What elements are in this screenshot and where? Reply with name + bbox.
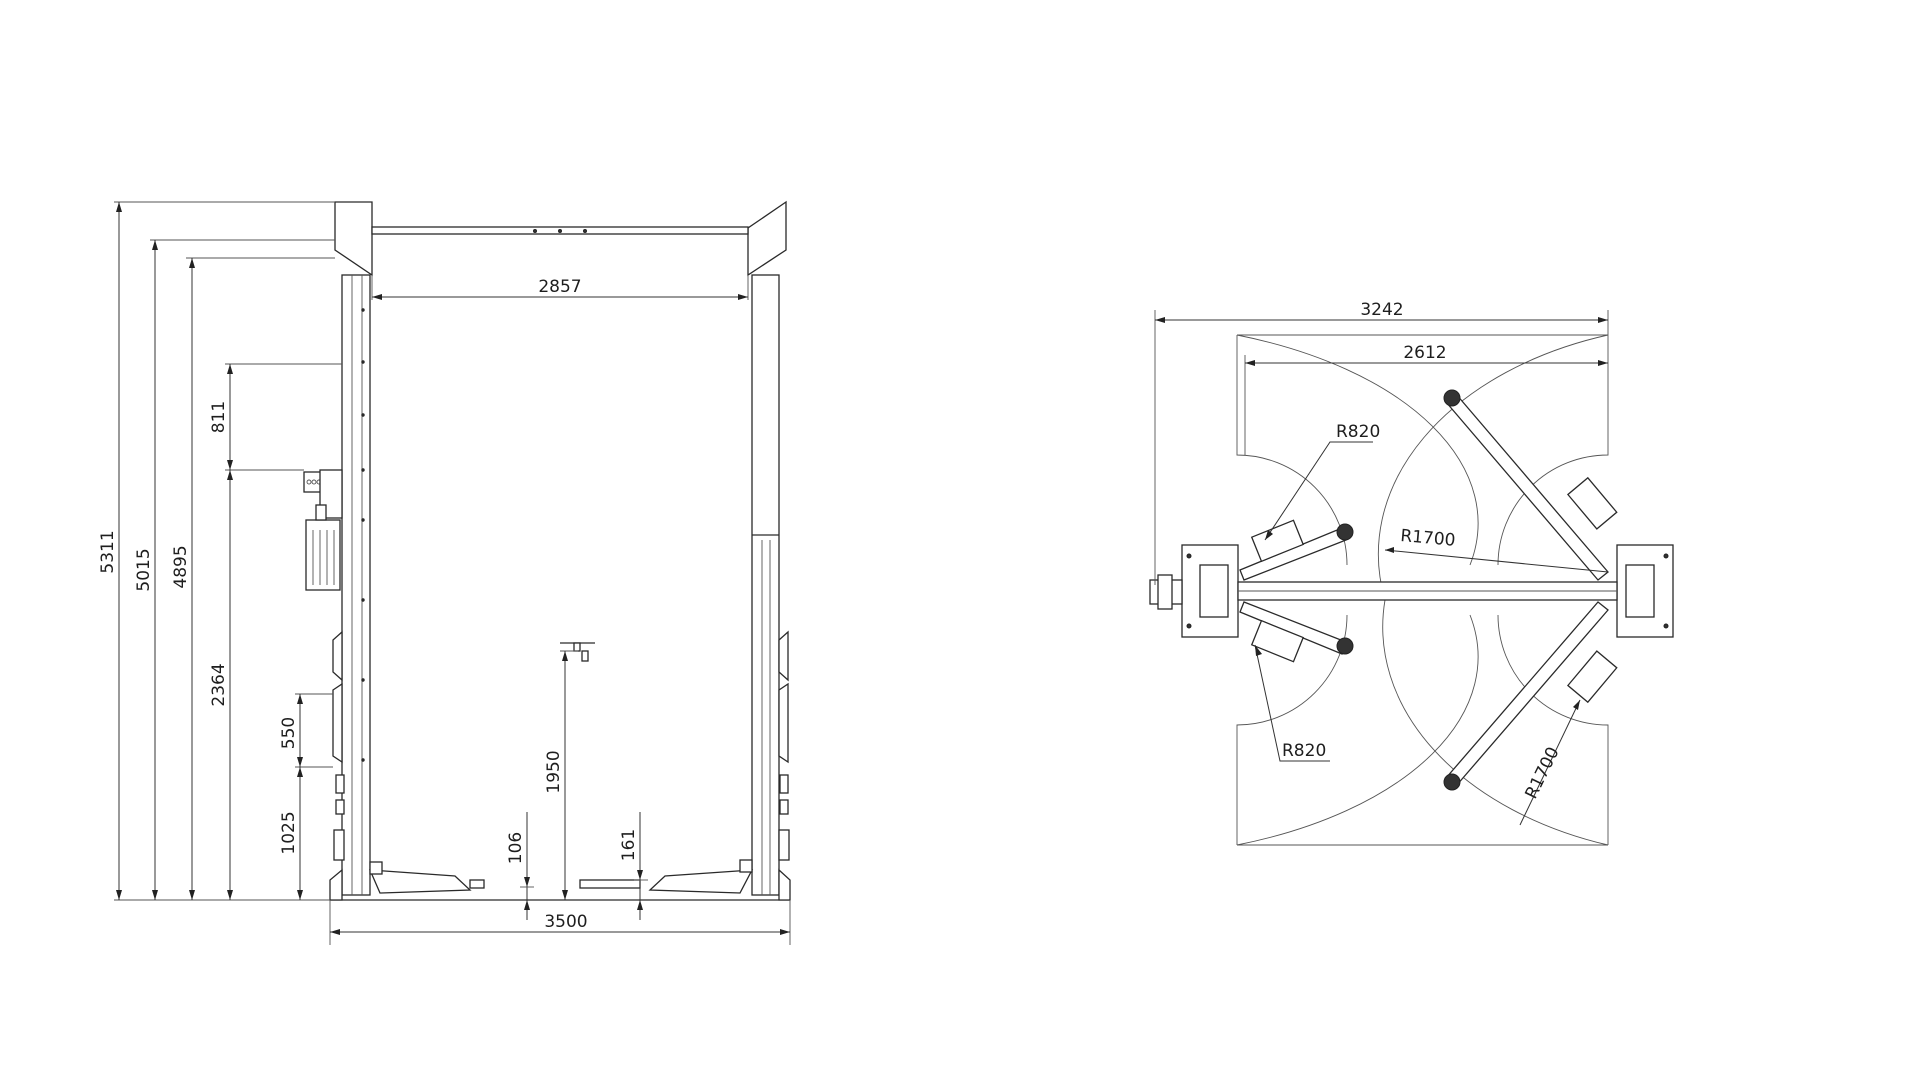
r1700-diag-label: R1700 bbox=[1522, 744, 1564, 802]
motor-pump-unit bbox=[303, 469, 343, 591]
dim-2364-label: 2364 bbox=[209, 663, 229, 706]
dim-2612-label: 2612 bbox=[1403, 343, 1446, 363]
left-top-cover bbox=[334, 201, 373, 277]
dim-3242-label: 3242 bbox=[1360, 300, 1403, 320]
front-view-dimension-labels: 5311 5015 4895 811 2364 550 1025 2857 19… bbox=[98, 277, 639, 932]
dim-4895-label: 4895 bbox=[171, 545, 191, 588]
dim-550-label: 550 bbox=[279, 717, 299, 749]
top-view-arrowheads bbox=[1155, 317, 1608, 710]
dim-106-label: 106 bbox=[506, 832, 526, 864]
height-adapter bbox=[560, 642, 595, 662]
r820-bottom-label: R820 bbox=[1282, 741, 1326, 761]
r1700-mid-label: R1700 bbox=[1400, 526, 1457, 551]
dim-1950-label: 1950 bbox=[544, 750, 564, 793]
front-view-dimension-lines bbox=[114, 201, 791, 945]
dim-811-label: 811 bbox=[209, 401, 229, 433]
front-view: 5311 5015 4895 811 2364 550 1025 2857 19… bbox=[98, 200, 791, 945]
top-view-dimension-lines bbox=[1154, 310, 1609, 826]
lift-base-and-arms bbox=[329, 859, 791, 901]
dim-161-label: 161 bbox=[619, 829, 639, 861]
lift-frame bbox=[1149, 544, 1674, 638]
lift-arms bbox=[1239, 389, 1618, 791]
dim-1025-label: 1025 bbox=[279, 811, 299, 854]
top-view: 3242 2612 R820 R820 R1700 R1700 bbox=[1149, 300, 1674, 846]
top-view-dimension-labels: 3242 2612 R820 R820 R1700 R1700 bbox=[1282, 300, 1564, 802]
right-top-cover bbox=[747, 200, 787, 277]
dim-5311-label: 5311 bbox=[98, 530, 118, 573]
front-view-arrowheads bbox=[116, 202, 790, 935]
dim-2857-label: 2857 bbox=[538, 277, 581, 297]
dim-3500-label: 3500 bbox=[544, 912, 587, 932]
right-column bbox=[751, 274, 790, 896]
r820-top-label: R820 bbox=[1336, 422, 1380, 442]
dim-5015-label: 5015 bbox=[134, 548, 154, 591]
left-column bbox=[332, 274, 371, 896]
